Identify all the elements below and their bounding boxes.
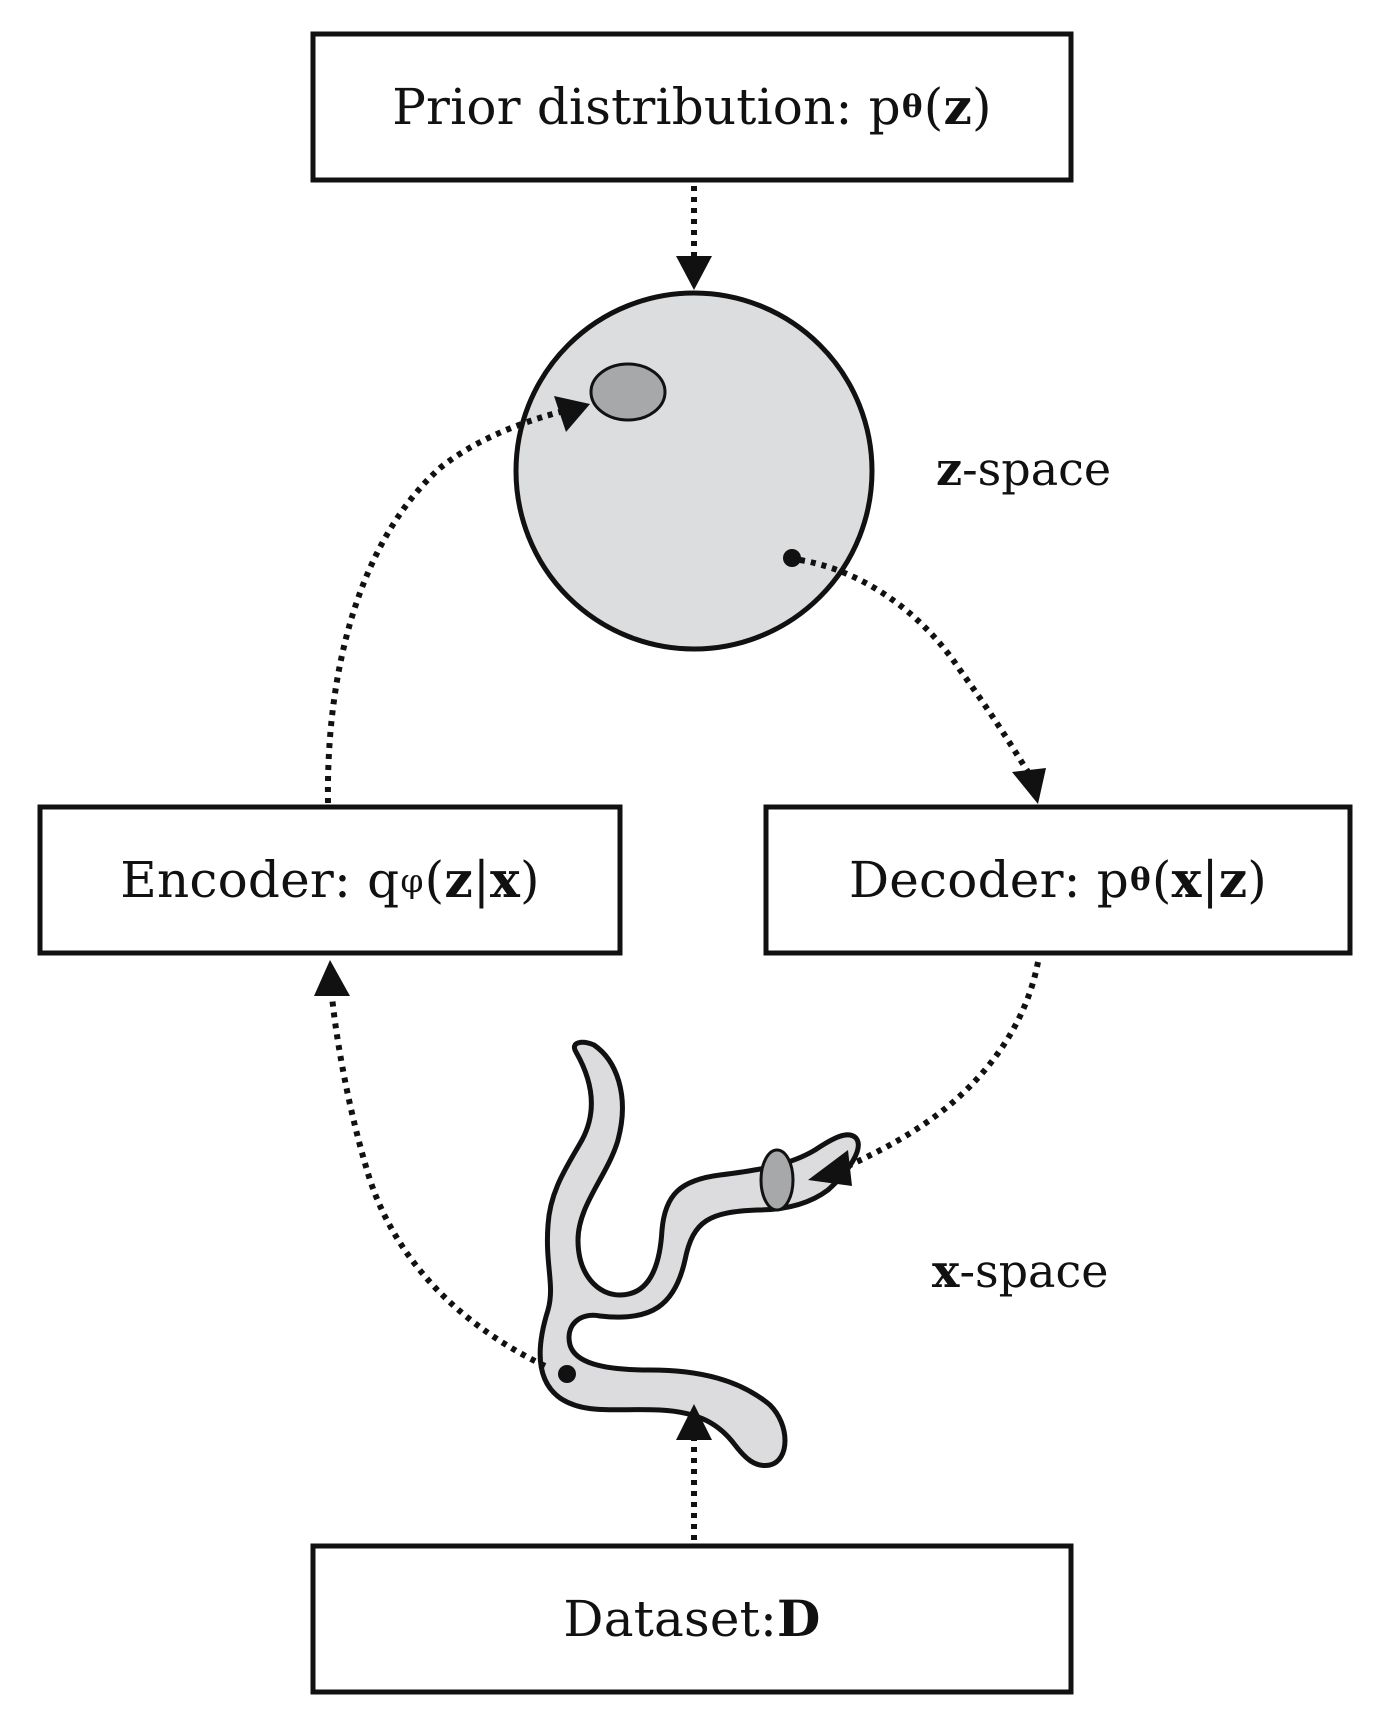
decoder-label-open: (	[1151, 851, 1172, 909]
prior-label-open: (	[923, 78, 944, 136]
encoder-label-close: )	[520, 851, 540, 909]
data-sample-dot	[558, 1365, 576, 1383]
encoder-label-phi: φ	[400, 860, 424, 900]
latent-sample-dot	[783, 549, 801, 567]
dataset-label-prefix: Dataset:	[563, 1590, 778, 1648]
arrow-dataset-to-xspace-head	[676, 1404, 712, 1440]
x-space-label-suffix: -space	[959, 1244, 1109, 1298]
x-space-label: x-space	[932, 1248, 1108, 1294]
encoder-label-bar: |	[472, 851, 490, 909]
encoder-label-z: z	[444, 850, 473, 909]
prior-label-z: z	[943, 77, 973, 136]
decoder-label-close: )	[1247, 851, 1267, 909]
arrow-decoder-to-xspace	[838, 961, 1041, 1173]
decoder-label-prefix: Decoder: p	[848, 851, 1130, 909]
arrow-zspace-to-decoder-head	[1012, 768, 1046, 804]
z-space-label-suffix: -space	[962, 442, 1112, 496]
arrow-encoder-to-zspace-head	[554, 396, 590, 432]
decoder-label-theta: θ	[1130, 861, 1151, 898]
prior-label-close: )	[972, 78, 992, 136]
decoder-label-x: x	[1171, 850, 1202, 909]
arrow-xspace-to-encoder	[329, 995, 547, 1369]
prior-box	[310, 31, 1074, 183]
x-space-label-var: x	[932, 1244, 960, 1298]
encoder-label-prefix: Encoder: q	[120, 851, 400, 909]
dataset-label: Dataset: D	[313, 1546, 1071, 1692]
prior-label-theta: θ	[901, 88, 923, 125]
z-space-circle	[513, 290, 875, 652]
z-space-label-var: z	[936, 442, 963, 496]
dataset-box	[310, 1543, 1074, 1695]
x-space-manifold	[537, 1039, 861, 1469]
z-space-label: z-space	[936, 446, 1111, 492]
arrow-zspace-to-decoder	[799, 557, 1033, 777]
decoded-region	[759, 1148, 795, 1212]
decoder-label-z: z	[1218, 850, 1248, 909]
encoder-label-x: x	[490, 850, 521, 909]
encoder-label-open: (	[424, 851, 445, 909]
arrow-xspace-to-encoder-head	[314, 960, 350, 996]
arrow-prior-to-zspace-head	[676, 256, 712, 290]
decoder-box	[763, 804, 1353, 956]
decoder-label-bar: |	[1201, 851, 1219, 909]
dataset-label-d: D	[777, 1589, 821, 1648]
prior-label-prefix: Prior distribution: p	[392, 78, 901, 136]
posterior-region	[589, 362, 667, 422]
encoder-box	[37, 804, 623, 956]
arrow-decoder-to-xspace-head	[808, 1150, 852, 1186]
